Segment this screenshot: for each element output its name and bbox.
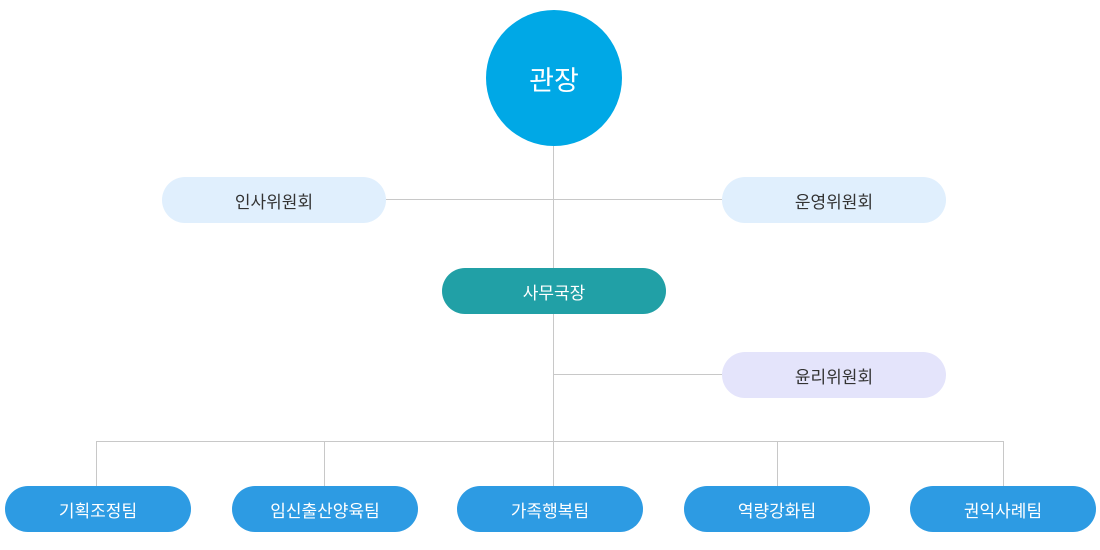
team-label: 가족행복팀 [510,501,590,522]
committee-operations: 운영위원회 [722,177,946,223]
team-label: 임신출산양육팀 [270,501,380,522]
team-rights-cases: 권익사례팀 [910,486,1096,532]
head-label: 관장 [529,65,579,97]
connector-head-to-director [553,146,554,268]
committee-hr-label: 인사위원회 [234,192,314,213]
team-capacity-building: 역량강화팀 [684,486,870,532]
director-label: 사무국장 [522,283,586,304]
team-family-happiness: 가족행복팀 [457,486,643,532]
director-node: 사무국장 [442,268,666,314]
committee-operations-label: 운영위원회 [794,192,874,213]
connector-team-3 [553,441,554,486]
committee-ethics: 윤리위원회 [722,352,946,398]
connector-team-5 [1003,441,1004,486]
connector-director-to-teams [553,314,554,442]
committee-ethics-label: 윤리위원회 [794,367,874,388]
head-node: 관장 [486,10,622,146]
committee-hr: 인사위원회 [162,177,386,223]
team-label: 기획조정팀 [58,501,138,522]
connector-teams-horizontal [96,441,1004,442]
team-label: 권익사례팀 [963,501,1043,522]
team-planning: 기획조정팀 [5,486,191,532]
connector-team-1 [96,441,97,486]
team-pregnancy-parenting: 임신출산양육팀 [232,486,418,532]
team-label: 역량강화팀 [737,501,817,522]
connector-committees-horizontal [386,199,722,200]
connector-ethics-horizontal [553,374,722,375]
connector-team-2 [324,441,325,486]
connector-team-4 [777,441,778,486]
